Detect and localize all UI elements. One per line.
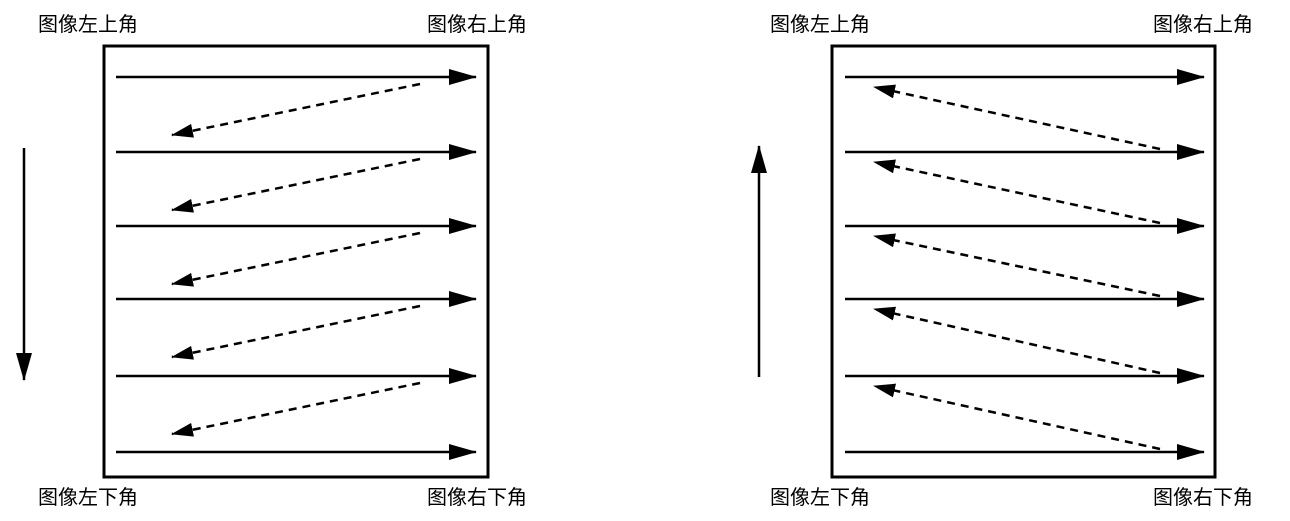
right-diagram bbox=[751, 44, 1217, 479]
left-return-dashed-arrow bbox=[171, 82, 421, 138]
right-return-dashed-arrow bbox=[873, 233, 1161, 298]
left-bottom-left-label: 图像左下角 bbox=[38, 485, 138, 509]
right-return-dashed-arrow bbox=[873, 383, 1161, 451]
right-return-dashed-arrow bbox=[873, 84, 1161, 151]
left-return-dashed-arrow bbox=[171, 231, 421, 287]
right-return-dashed-arrow bbox=[873, 306, 1161, 375]
right-top-left-label: 图像左上角 bbox=[770, 12, 870, 36]
left-top-right-label: 图像右上角 bbox=[427, 12, 527, 36]
left-return-dashed-arrow bbox=[171, 381, 421, 437]
left-image-frame bbox=[102, 44, 490, 479]
left-bottom-right-label: 图像右下角 bbox=[427, 485, 527, 509]
right-return-dashed-arrow bbox=[873, 159, 1161, 225]
left-return-dashed-arrow bbox=[171, 157, 421, 213]
right-image-frame bbox=[830, 44, 1217, 479]
left-top-left-label: 图像左上角 bbox=[38, 12, 138, 36]
left-return-dashed-arrow bbox=[171, 304, 421, 360]
right-bottom-right-label: 图像右下角 bbox=[1153, 485, 1253, 509]
left-diagram bbox=[16, 44, 490, 479]
right-top-right-label: 图像右上角 bbox=[1153, 12, 1253, 36]
right-bottom-left-label: 图像左下角 bbox=[770, 485, 870, 509]
